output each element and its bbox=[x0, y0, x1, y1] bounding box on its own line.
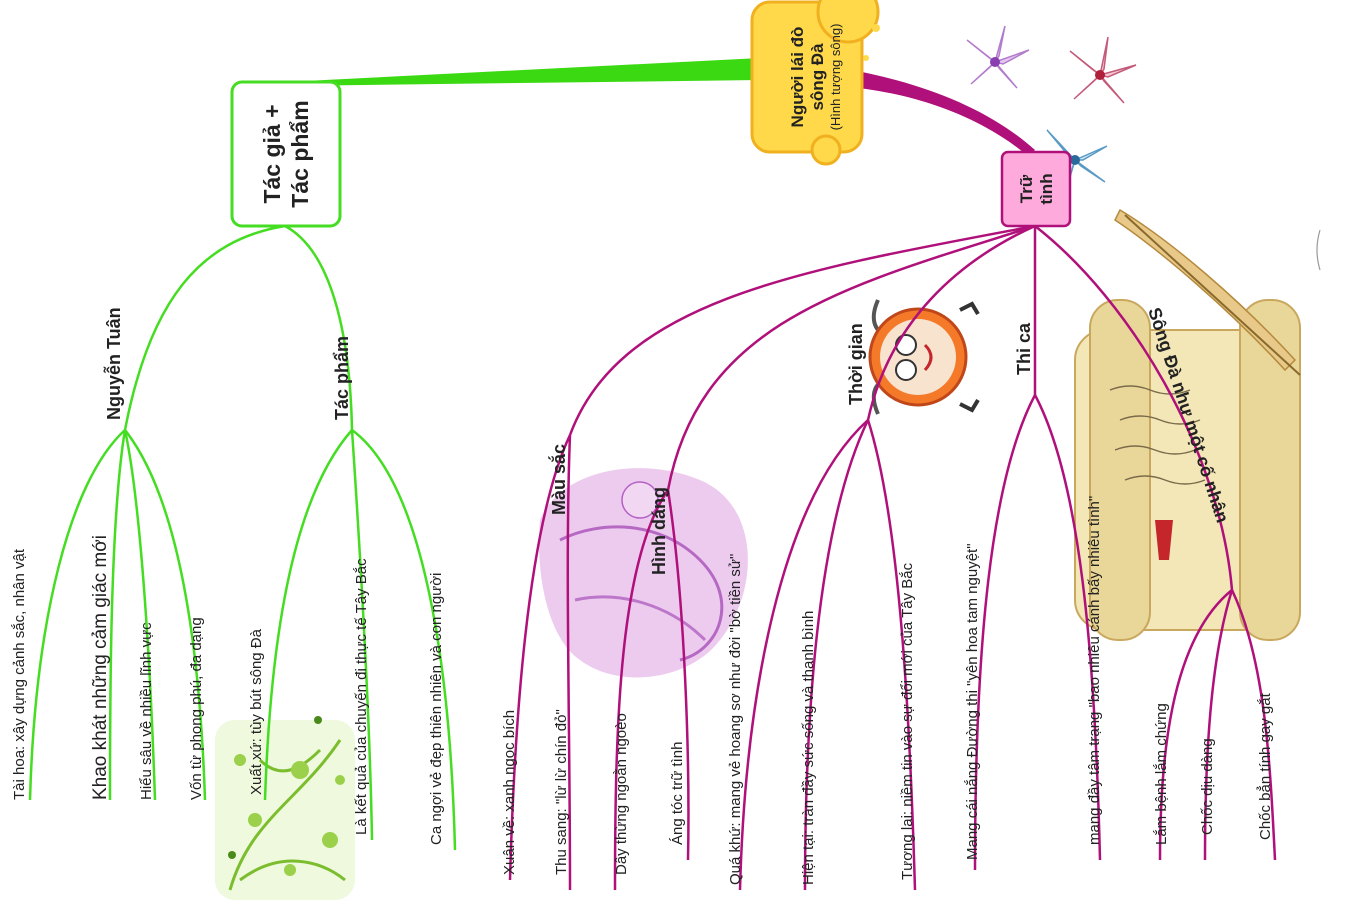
lyric-branch-lines bbox=[508, 224, 1277, 891]
center-subtitle: (Hình tượng sông) bbox=[828, 24, 843, 131]
leaf-thu-sang: Thu sang: "lừ lừ chín đỏ" bbox=[553, 709, 570, 875]
leaf-mang-cai-nang: Mang cái nắng Đường thi "yên hoa tam ngu… bbox=[964, 543, 981, 860]
author-branch-lines bbox=[28, 224, 457, 851]
leaf-ang-toc: Áng tóc trữ tình bbox=[669, 742, 686, 845]
topic-hinh-dang: Hình dáng bbox=[649, 487, 669, 575]
scroll-and-quill-illustration bbox=[1074, 208, 1321, 641]
leaf-tai-hoa: Tài hoa: xây dựng cảnh sắc, nhân vật bbox=[11, 548, 28, 800]
leaf-von-tu: Vốn từ phong phú, đa dạng bbox=[188, 617, 205, 800]
center-title-line1: Người lái đò bbox=[788, 27, 807, 128]
lily-flower-illustration-pink bbox=[1069, 36, 1137, 104]
woman-with-flowing-hair-illustration bbox=[539, 468, 748, 678]
leaf-ket-qua: Là kết quả của chuyến đi thực tế Tây Bắc bbox=[353, 558, 370, 835]
leaf-choc-ban-tinh: Chốc bẳn tính gay gắt bbox=[1256, 692, 1274, 840]
lyric-title-line1: Trữ bbox=[1017, 174, 1036, 203]
topic-mau-sac: Màu sắc bbox=[548, 444, 569, 515]
leaf-hien-tai: Hiện tại: tràn đầy sức sống và thanh bìn… bbox=[800, 611, 817, 885]
center-node[interactable]: Người lái đò sông Đà (Hình tượng sông) bbox=[750, 0, 880, 166]
leaf-tuong-lai: Tương lai: niềm tin vào sự đổi mới của T… bbox=[899, 562, 916, 880]
leaf-lam-benh: Lắm bệnh lắm chứng bbox=[1153, 703, 1170, 845]
connector-center-to-author bbox=[285, 58, 760, 86]
lyric-node[interactable]: Trữ tình bbox=[1000, 150, 1072, 228]
author-work-title-line1: Tác giả + bbox=[259, 104, 285, 203]
green-vine-decoration bbox=[215, 716, 355, 900]
topic-thoi-gian: Thời gian bbox=[846, 323, 866, 405]
leaf-xuat-xu: Xuất xứ: tùy bút sông Đà bbox=[248, 628, 265, 795]
leaf-day-thung: Dây thừng ngoằn ngoèo bbox=[613, 713, 630, 875]
leaf-qua-khu: Quá khứ: mang vẻ hoang sơ như đời "bờ ti… bbox=[727, 554, 744, 885]
lyric-title-line2: tình bbox=[1037, 173, 1056, 204]
center-title-line2: sông Đà bbox=[808, 43, 827, 111]
leaf-xuan-ve: Xuân về: xanh ngọc bích bbox=[501, 710, 518, 875]
topic-thi-ca: Thi ca bbox=[1014, 322, 1034, 375]
author-work-title-line2: Tác phẩm bbox=[287, 100, 313, 207]
author-work-node[interactable]: Tác giả + Tác phẩm bbox=[230, 80, 342, 228]
topic-tac-pham: Tác phẩm bbox=[332, 336, 352, 420]
leaf-hieu-sau: Hiểu sâu về nhiều lĩnh vực bbox=[138, 622, 155, 800]
leaf-ca-ngoi: Ca ngợi vẻ đẹp thiên nhiên và con người bbox=[428, 573, 445, 845]
topic-nguyen-tuan: Nguyễn Tuân bbox=[103, 307, 124, 420]
connector-center-to-lyric bbox=[858, 72, 1035, 156]
leaf-khao-khat: Khao khát những cảm giác mới bbox=[90, 535, 111, 800]
alarm-clock-illustration bbox=[868, 299, 980, 415]
lily-flower-illustration-purple bbox=[966, 25, 1030, 89]
leaf-mang-day-tam-trang: mang đầy tâm trạng "bao nhiêu cánh bấy n… bbox=[1086, 496, 1103, 845]
leaf-choc-diu-dang: Chốc dịu dàng bbox=[1199, 738, 1216, 835]
